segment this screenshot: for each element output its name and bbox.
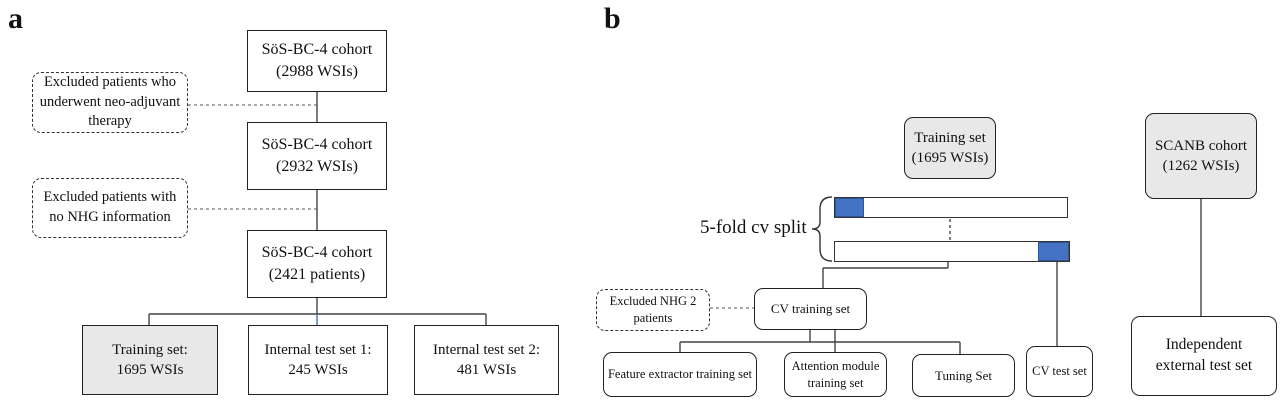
cv-test-set-box: CV test set	[1026, 346, 1093, 397]
cv-test-set-text: CV test set	[1032, 364, 1087, 379]
scanb-cohort-title: SCANB cohort	[1154, 137, 1248, 154]
excluded-nhg2-box: Excluded NHG 2 patients	[596, 289, 710, 331]
internal-test-1-box: Internal test set 1: 245 WSIs	[248, 325, 388, 395]
exclusion-box-1: Excluded patients who underwent neo-adju…	[32, 72, 188, 133]
cv-split-brace	[811, 196, 833, 262]
internal-test-1-title: Internal test set 1:	[264, 341, 372, 358]
internal-test-2-count: 481 WSIs	[456, 362, 517, 378]
fold-1-highlight	[835, 198, 864, 217]
cohort-box-1: SöS-BC-4 cohort (2988 WSIs)	[247, 30, 387, 92]
tuning-set-box: Tuning Set	[912, 354, 1015, 397]
internal-test-2-title: Internal test set 2:	[432, 341, 541, 358]
external-test-set-text: Independent external test set	[1155, 336, 1253, 374]
attention-module-box: Attention module training set	[784, 352, 887, 397]
attention-module-text: Attention module training set	[791, 358, 880, 390]
cohort-1-count: (2988 WSIs)	[276, 63, 358, 80]
panel-b-label: b	[604, 2, 621, 35]
cohort-2-title: SöS-BC-4 cohort	[261, 136, 373, 154]
fold-5-highlight	[1038, 242, 1069, 261]
training-set-count: 1695 WSIs	[116, 362, 184, 378]
fold-bar-5	[834, 241, 1070, 262]
exclusion-2-text: Excluded patients with no NHG informatio…	[43, 189, 177, 225]
cohort-box-2: SöS-BC-4 cohort (2932 WSIs)	[247, 122, 387, 190]
exclusion-box-2: Excluded patients with no NHG informatio…	[32, 178, 188, 238]
b-training-set-title: Training set	[914, 129, 986, 146]
b-training-set-box: Training set (1695 WSIs)	[904, 117, 996, 179]
panel-a-label: a	[8, 2, 23, 35]
tuning-set-text: Tuning Set	[935, 367, 992, 383]
cv-training-set-box: CV training set	[754, 288, 867, 330]
scanb-cohort-box: SCANB cohort (1262 WSIs)	[1145, 113, 1257, 199]
scanb-cohort-count: (1262 WSIs)	[1162, 158, 1240, 174]
cv-split-label: 5-fold cv split	[700, 217, 807, 238]
cohort-box-3: SöS-BC-4 cohort (2421 patients)	[247, 230, 387, 298]
exclusion-1-text: Excluded patients who underwent neo-adju…	[39, 74, 181, 130]
fold-bar-1	[834, 197, 1068, 218]
b-training-set-count: (1695 WSIs)	[911, 150, 989, 166]
feature-extractor-text: Feature extractor training set	[607, 367, 753, 382]
cv-training-set-text: CV training set	[770, 301, 851, 317]
training-set-box: Training set: 1695 WSIs	[82, 325, 218, 395]
internal-test-1-count: 245 WSIs	[288, 362, 348, 378]
feature-extractor-box: Feature extractor training set	[603, 352, 757, 397]
cohort-2-count: (2932 WSIs)	[276, 158, 358, 175]
cohort-3-count: (2421 patients)	[268, 266, 366, 283]
cohort-1-title: SöS-BC-4 cohort	[261, 41, 373, 59]
internal-test-2-box: Internal test set 2: 481 WSIs	[414, 325, 559, 395]
cohort-3-title: SöS-BC-4 cohort	[261, 244, 373, 262]
training-set-title: Training set:	[112, 341, 188, 358]
excluded-nhg2-text: Excluded NHG 2 patients	[609, 294, 697, 325]
external-test-set-box: Independent external test set	[1131, 316, 1277, 396]
